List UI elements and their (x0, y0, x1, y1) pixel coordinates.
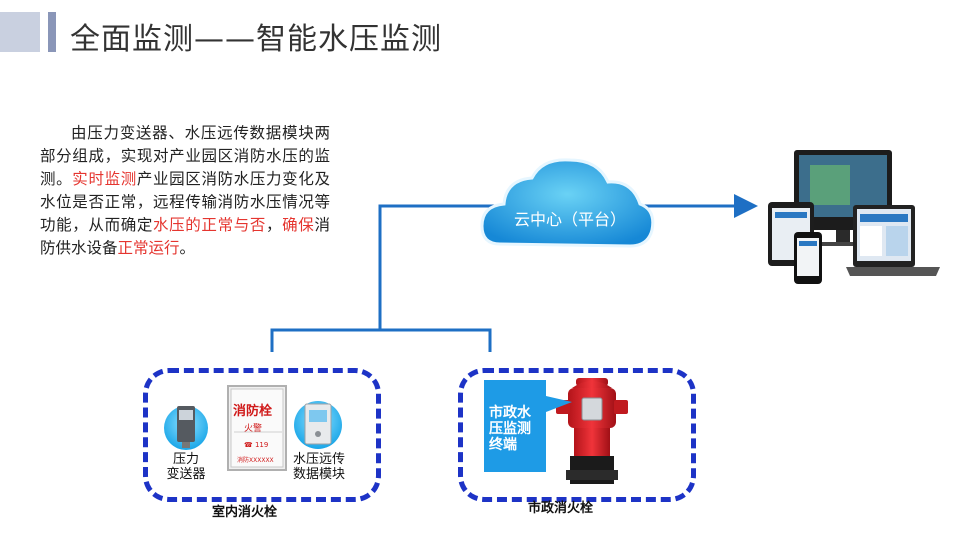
city-hydrant-frame (458, 368, 696, 502)
title-accent-block (0, 12, 40, 52)
pressure-sensor-icon (164, 406, 208, 450)
city-terminal-label: 市政水 压监测 终端 (489, 405, 544, 453)
pressure-sensor-label-line1: 压力 (172, 452, 199, 467)
data-module-label: 水压远传 数据模块 (284, 452, 354, 482)
desc-highlight-3: 确保 (282, 216, 315, 234)
page-title: 全面监测——智能水压监测 (70, 22, 442, 57)
city-terminal-line3: 终端 (489, 437, 517, 453)
indoor-hydrant-frame (143, 368, 381, 502)
svg-text:☎ 119: ☎ 119 (244, 441, 268, 449)
pressure-sensor-label: 压力 变送器 (156, 452, 216, 482)
desc-text-3: ， (266, 216, 283, 234)
cloud-icon (480, 158, 655, 248)
desc-text-4: 消防供水设备 (40, 216, 330, 257)
desc-text-1: 由压力变送器、水压远传数据模块两部分组成，实现对产业园区消防水压的监测。 (40, 124, 330, 188)
cabinet-subtitle: 火警 (244, 424, 263, 434)
city-terminal-line1: 市政水 (489, 405, 531, 421)
desc-highlight-4: 正常运行 (117, 239, 180, 257)
title-accent-bar (48, 12, 56, 52)
pressure-sensor-label-line2: 变送器 (166, 467, 206, 482)
data-module-icon (294, 401, 342, 449)
indoor-hydrant-caption: 室内消火栓 (212, 505, 278, 520)
data-module-label-line1: 水压远传 (292, 452, 345, 467)
terminal-callout-pointer (546, 396, 572, 412)
connection-lines (270, 194, 758, 352)
cloud-label: 云中心（平台） (513, 210, 626, 229)
fire-cabinet-icon: ☎ 119 消防XXXXXX (227, 385, 287, 471)
desc-text-2: 产业园区消防水压力变化及水位是否正常，远程传输消防水压情况等功能，从而确定 (40, 170, 330, 234)
desc-highlight-2: 水压的正常与否 (153, 216, 266, 234)
description-paragraph: 由压力变送器、水压远传数据模块两部分组成，实现对产业园区消防水压的监测。实时监测… (40, 122, 330, 260)
svg-text:消防XXXXXX: 消防XXXXXX (237, 456, 274, 464)
hydrant-icon (556, 378, 628, 484)
cabinet-title: 消防栓 (233, 404, 273, 419)
city-terminal-line2: 压监测 (489, 421, 531, 437)
data-module-label-line2: 数据模块 (292, 467, 345, 482)
city-terminal-box (484, 380, 546, 472)
city-hydrant-caption: 市政消火栓 (528, 501, 594, 516)
desc-highlight-1: 实时监测 (72, 170, 137, 188)
devices-icon (768, 150, 940, 284)
desc-text-5: 。 (179, 239, 196, 257)
